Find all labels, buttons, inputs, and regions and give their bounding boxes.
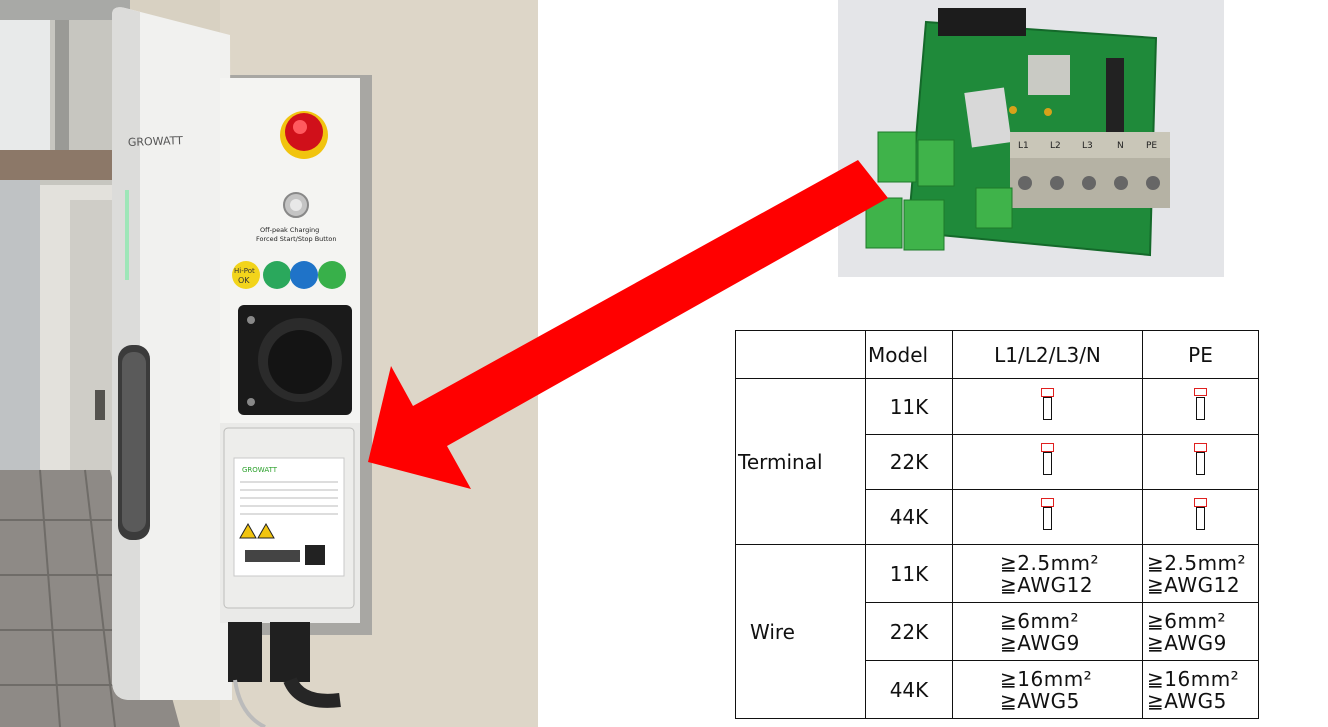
wire-pe-mm-22k: ≧6mm²	[1147, 608, 1226, 633]
header-model: Model	[865, 330, 953, 379]
terminal-wire-spec-table: Model L1/L2/L3/N PE Terminal 11K 22K 44K…	[735, 330, 1259, 719]
terminal-board-drawing: L1 L2 L3 N PE	[838, 0, 1224, 277]
svg-text:OK: OK	[238, 276, 250, 285]
button-caption-1: Off-peak Charging	[260, 226, 319, 234]
ring-lug-icon	[1193, 443, 1209, 476]
terminal-section-label: Terminal	[735, 378, 866, 545]
button-caption-2: Forced Start/Stop Button	[256, 235, 336, 243]
terminal-lug-l-22k	[952, 434, 1143, 490]
terminal-label-l2: L2	[1050, 141, 1061, 151]
label-brand: GROWATT	[242, 466, 278, 474]
header-pe: PE	[1142, 330, 1259, 379]
terminal-lug-l-44k	[952, 489, 1143, 545]
terminal-lug-l-11k	[952, 378, 1143, 435]
terminal-label-pe: PE	[1146, 141, 1157, 151]
wire-pe-mm-11k: ≧2.5mm²	[1147, 550, 1247, 575]
wire-pe-22k: ≧6mm²≧AWG9	[1142, 602, 1259, 661]
table-row: Wire 11K ≧2.5mm²≧AWG12 ≧2.5mm²≧AWG12	[735, 544, 1259, 719]
wire-section-label: Wire	[735, 544, 866, 719]
header-blank	[735, 330, 866, 379]
header-l1l2l3n: L1/L2/L3/N	[952, 330, 1143, 379]
terminal-model-44k: 44K	[865, 489, 953, 545]
terminal-lug-pe-22k	[1142, 434, 1259, 490]
wire-l-awg-22k: ≧AWG9	[1000, 630, 1080, 655]
ring-lug-icon	[1193, 387, 1209, 421]
ring-lug-icon	[1040, 498, 1056, 531]
terminal-lug-pe-44k	[1142, 489, 1259, 545]
terminal-label-n: N	[1117, 141, 1124, 151]
wire-pe-44k: ≧16mm²≧AWG5	[1142, 660, 1259, 719]
table-row: 44K ≧16mm²≧AWG5 ≧16mm²≧AWG5	[736, 660, 1259, 719]
table-header-row: Model L1/L2/L3/N PE	[735, 330, 1259, 379]
wire-l-awg-44k: ≧AWG5	[1000, 688, 1080, 713]
terminal-board-photo: L1 L2 L3 N PE	[838, 0, 1224, 277]
ring-lug-icon	[1040, 387, 1056, 421]
terminal-model-11k: 11K	[865, 378, 953, 435]
wire-l-22k: ≧6mm²≧AWG9	[952, 602, 1143, 661]
wire-l-mm-11k: ≧2.5mm²	[1000, 550, 1100, 575]
wire-l-11k: ≧2.5mm²≧AWG12	[952, 544, 1143, 603]
wire-l-mm-44k: ≧16mm²	[1000, 666, 1093, 691]
svg-text:Hi-Pot: Hi-Pot	[234, 267, 255, 275]
terminal-model-22k: 22K	[865, 434, 953, 490]
terminal-label-l3: L3	[1082, 141, 1093, 151]
charger-photo: Off-peak Charging Forced Start/Stop Butt…	[0, 0, 538, 727]
svg-text:GROWATT: GROWATT	[128, 134, 184, 149]
terminal-label-l1: L1	[1018, 141, 1029, 151]
wire-pe-awg-11k: ≧AWG12	[1147, 572, 1241, 597]
wire-l-mm-22k: ≧6mm²	[1000, 608, 1079, 633]
wire-model-44k: 44K	[865, 660, 953, 719]
table-row: Terminal 11K	[735, 378, 1259, 545]
wire-pe-mm-44k: ≧16mm²	[1147, 666, 1240, 691]
ring-lug-icon	[1193, 498, 1209, 531]
table-row: 44K	[736, 489, 1259, 545]
wire-l-awg-11k: ≧AWG12	[1000, 572, 1094, 597]
wire-pe-awg-44k: ≧AWG5	[1147, 688, 1227, 713]
wire-pe-awg-22k: ≧AWG9	[1147, 630, 1227, 655]
wire-model-22k: 22K	[865, 602, 953, 661]
ring-lug-icon	[1040, 443, 1056, 476]
wire-pe-11k: ≧2.5mm²≧AWG12	[1142, 544, 1259, 603]
terminal-lug-pe-11k	[1142, 378, 1259, 435]
wire-model-11k: 11K	[865, 544, 953, 603]
charger-photo-drawing: Off-peak Charging Forced Start/Stop Butt…	[0, 0, 538, 727]
wire-l-44k: ≧16mm²≧AWG5	[952, 660, 1143, 719]
table-row: 22K	[736, 434, 1259, 490]
